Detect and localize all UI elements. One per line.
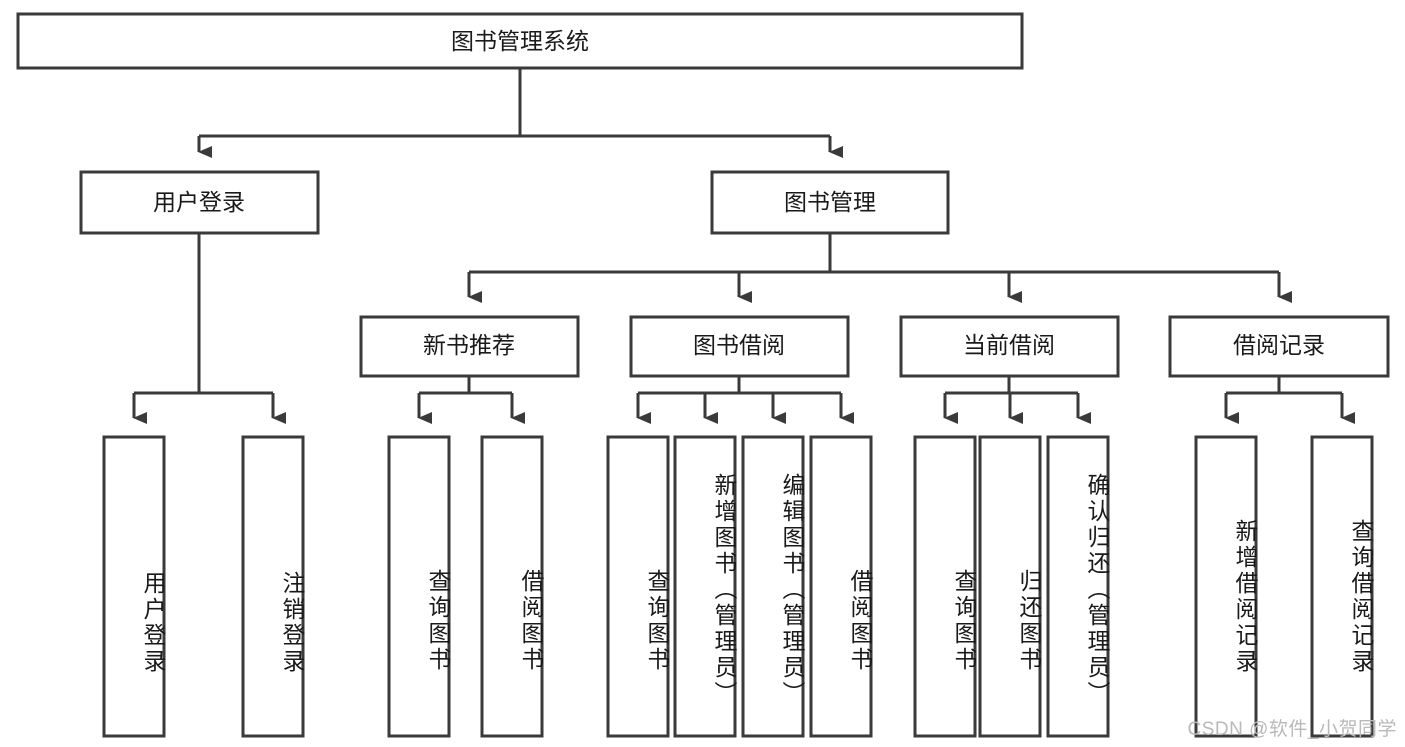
node-root-box[interactable] (16, 12, 1024, 70)
csdn-watermark: CSDN @软件_小贺同学 (1187, 719, 1397, 740)
edges-userlogin-to-leaves (132, 233, 286, 424)
edges-borrowrecord-to-leaves (1224, 376, 1355, 424)
node-new-book-recommend-label: 新书推荐 (423, 332, 515, 358)
leaf-logout-login-box[interactable] (241, 435, 305, 738)
edges-bookmgmt-to-level3 (467, 233, 1292, 303)
node-current-borrow-box[interactable] (899, 315, 1120, 378)
node-user-login-label: 用户登录 (153, 189, 245, 215)
node-current-borrow[interactable]: 当前借阅 (899, 315, 1120, 378)
leaf-edit-book-box[interactable] (741, 435, 805, 738)
node-current-borrow-label: 当前借阅 (963, 332, 1055, 358)
node-new-book-recommend-box[interactable] (359, 315, 580, 378)
leaf-query-book-2-box[interactable] (606, 435, 670, 738)
leaf-add-book-box[interactable] (673, 435, 737, 738)
edges-root-to-level2 (197, 68, 843, 158)
leaf-borrow-book-2-box[interactable] (809, 435, 873, 738)
leaf-query-book-3-box[interactable] (913, 435, 977, 738)
node-user-login[interactable]: 用户登录 (79, 170, 320, 235)
node-book-management[interactable]: 图书管理 (710, 170, 950, 235)
leaf-confirm-return-box[interactable] (1046, 435, 1110, 738)
node-book-management-label: 图书管理 (784, 189, 876, 215)
node-root[interactable]: 图书管理系统 (16, 12, 1024, 70)
edges-currentborrow-to-leaves (943, 376, 1091, 424)
node-borrow-record-box[interactable] (1168, 315, 1390, 378)
node-book-borrow-box[interactable] (629, 315, 850, 378)
node-book-management-box[interactable] (710, 170, 950, 235)
leaf-return-book-box[interactable] (978, 435, 1042, 738)
leaf-borrow-book-1-box[interactable] (480, 435, 544, 738)
leaf-query-book-1-box[interactable] (387, 435, 451, 738)
node-borrow-record-label: 借阅记录 (1233, 332, 1325, 358)
node-book-borrow[interactable]: 图书借阅 (629, 315, 850, 378)
edges-newbook-to-leaves (417, 376, 525, 424)
edges-bookborrow-to-leaves (636, 376, 854, 424)
leaf-user-login-box[interactable] (102, 435, 166, 738)
leaf-add-record-box[interactable] (1194, 435, 1258, 738)
node-new-book-recommend[interactable]: 新书推荐 (359, 315, 580, 378)
leaf-query-record-box[interactable] (1310, 435, 1374, 738)
node-book-borrow-label: 图书借阅 (693, 332, 785, 358)
node-user-login-box[interactable] (79, 170, 320, 235)
node-root-label: 图书管理系统 (451, 28, 589, 54)
node-borrow-record[interactable]: 借阅记录 (1168, 315, 1390, 378)
